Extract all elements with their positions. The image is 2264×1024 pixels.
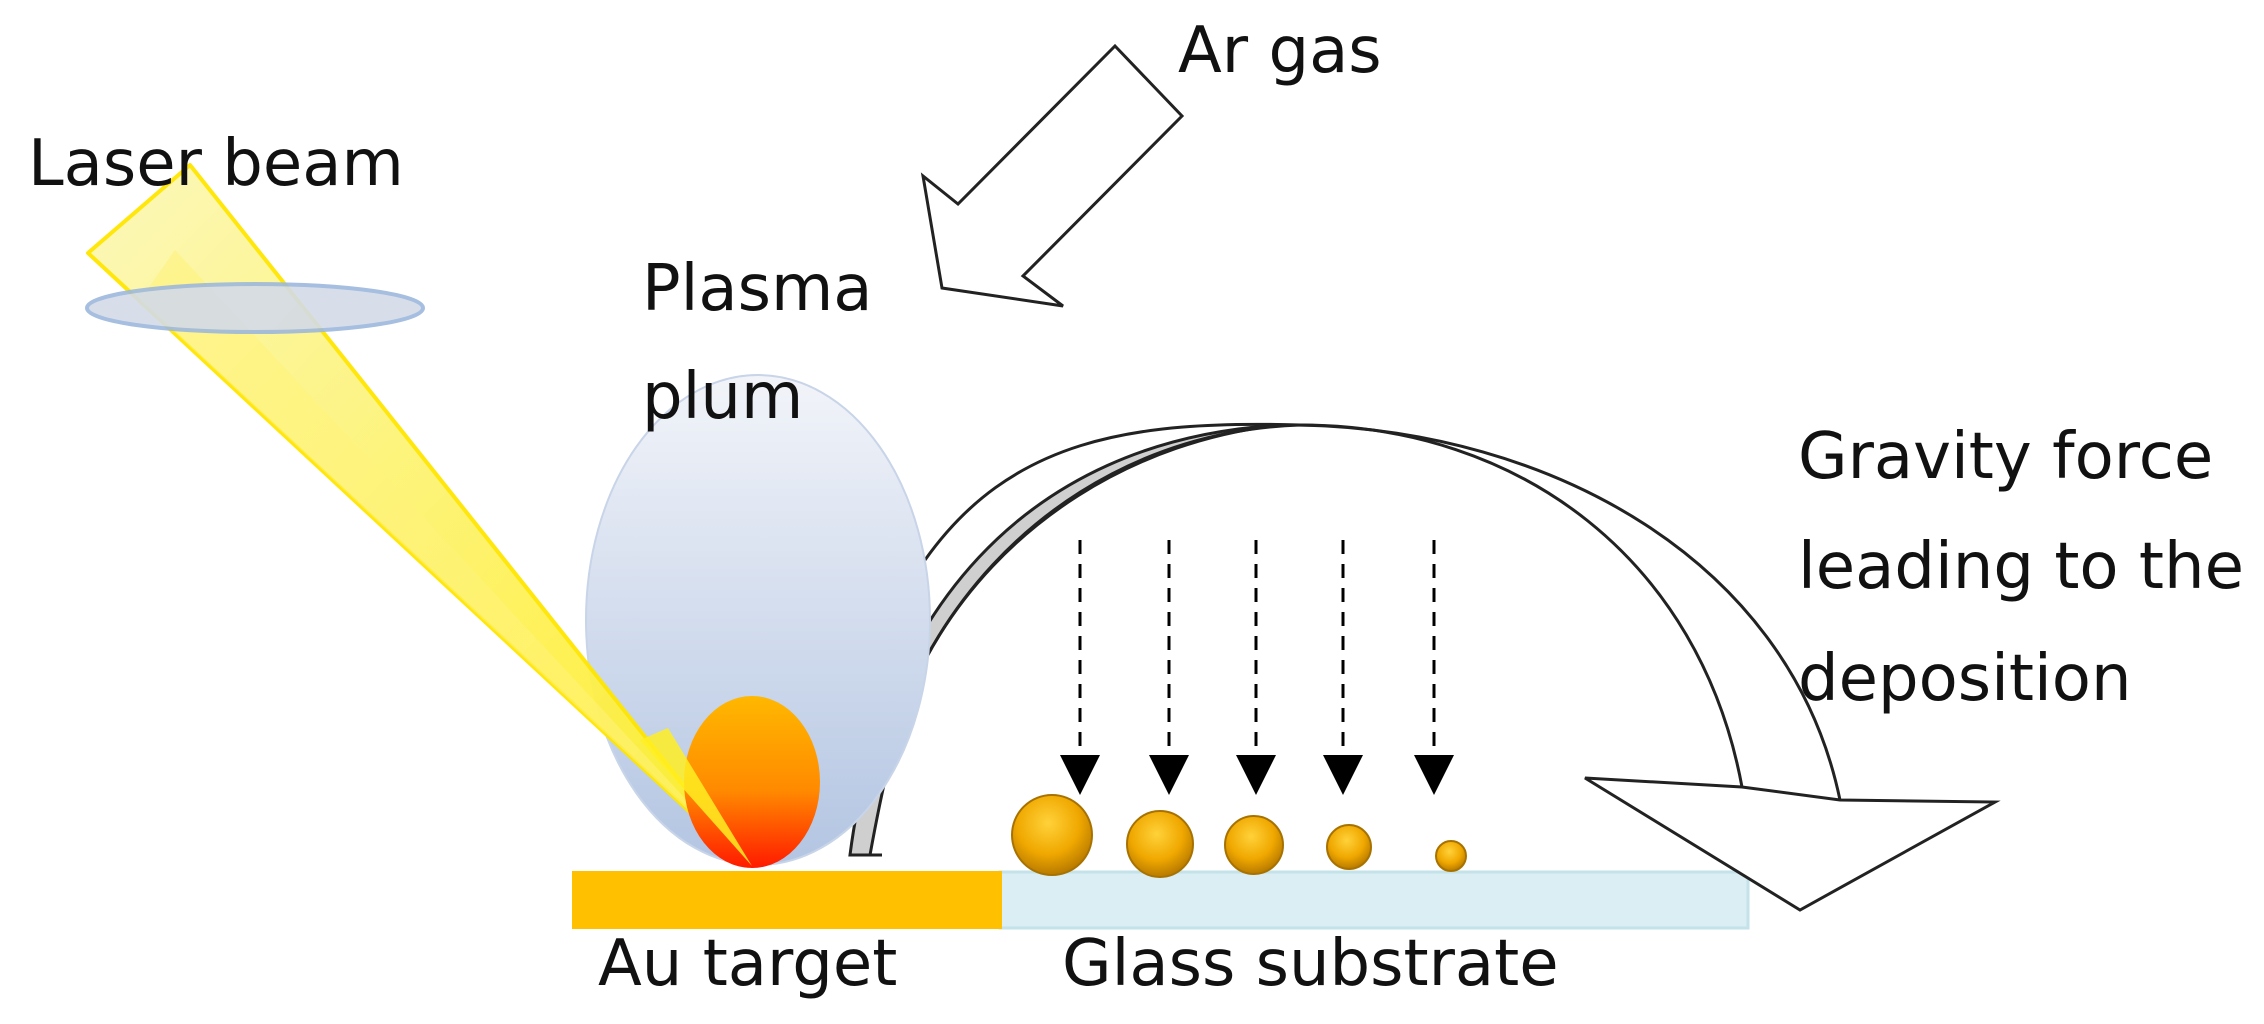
au-target — [572, 871, 1002, 929]
plasma-label-line2: plum — [642, 360, 803, 434]
plasma-label-line1: Plasma — [642, 252, 873, 326]
gravity-arrow — [1323, 540, 1363, 795]
au-target-label: Au target — [598, 927, 897, 1001]
laser-beam-label: Laser beam — [28, 127, 404, 201]
nanoparticle — [1435, 840, 1467, 872]
nanoparticle — [1126, 810, 1194, 878]
gravity-label-line3: deposition — [1798, 642, 2132, 716]
gravity-arrow — [1236, 540, 1276, 795]
nanoparticle — [1011, 794, 1093, 876]
gravity-label-line2: leading to the — [1798, 530, 2244, 604]
nanoparticle — [1224, 815, 1284, 875]
nanoparticles — [1011, 794, 1467, 878]
gravity-label-line1: Gravity force — [1798, 420, 2213, 494]
gravity-arrow — [1060, 540, 1100, 795]
gravity-arrow — [1149, 540, 1189, 795]
laser-beam — [86, 163, 750, 868]
glass-substrate — [998, 870, 1750, 930]
ar-gas-label: Ar gas — [1178, 14, 1382, 88]
gravity-arrow — [1414, 540, 1454, 795]
gravity-arrows — [1060, 540, 1454, 795]
hot-spot — [684, 696, 820, 868]
ar-gas-arrow — [920, 43, 1185, 308]
glass-substrate-label: Glass substrate — [1062, 927, 1559, 1001]
focusing-lens — [85, 282, 425, 334]
nanoparticle — [1326, 824, 1372, 870]
